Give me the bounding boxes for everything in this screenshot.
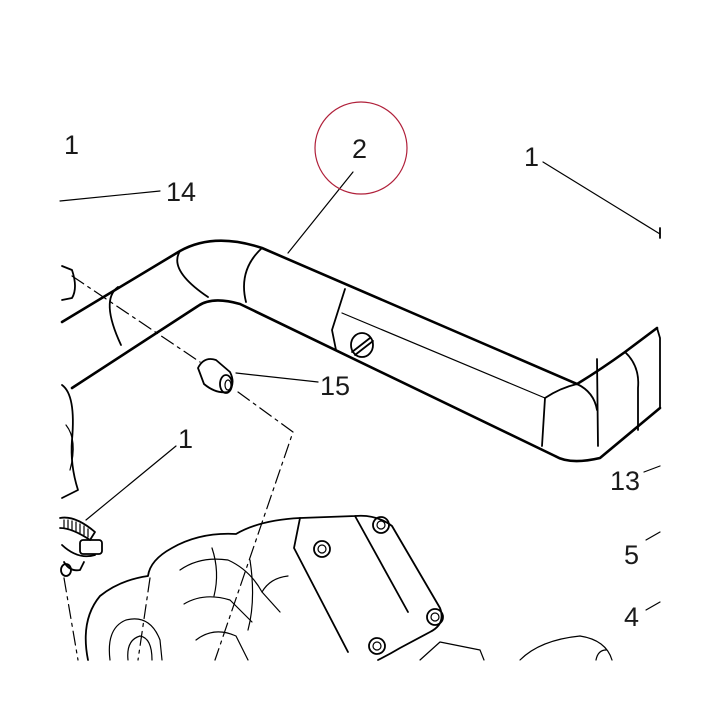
center-lines [63, 275, 294, 661]
callout-4: 4 [624, 602, 639, 632]
callout-5: 5 [624, 540, 639, 570]
hose-part-2 [60, 227, 662, 463]
callout-15: 15 [320, 371, 350, 401]
callout-1-left: 1 [178, 424, 193, 454]
callout-14: 14 [166, 177, 196, 207]
callout-1-top-right: 1 [524, 142, 539, 172]
engine-housing [84, 514, 613, 661]
hose-clamp [59, 516, 103, 577]
fitting-part-15 [197, 358, 234, 394]
callout-2: 2 [352, 134, 367, 164]
left-hose-end [61, 265, 79, 499]
highlight-circle [314, 101, 408, 195]
callout-labels: 1 2 1 14 15 1 13 5 4 [64, 130, 640, 632]
callout-1-top-left: 1 [64, 130, 79, 160]
leader-lines [59, 161, 661, 611]
callout-13: 13 [610, 466, 640, 496]
